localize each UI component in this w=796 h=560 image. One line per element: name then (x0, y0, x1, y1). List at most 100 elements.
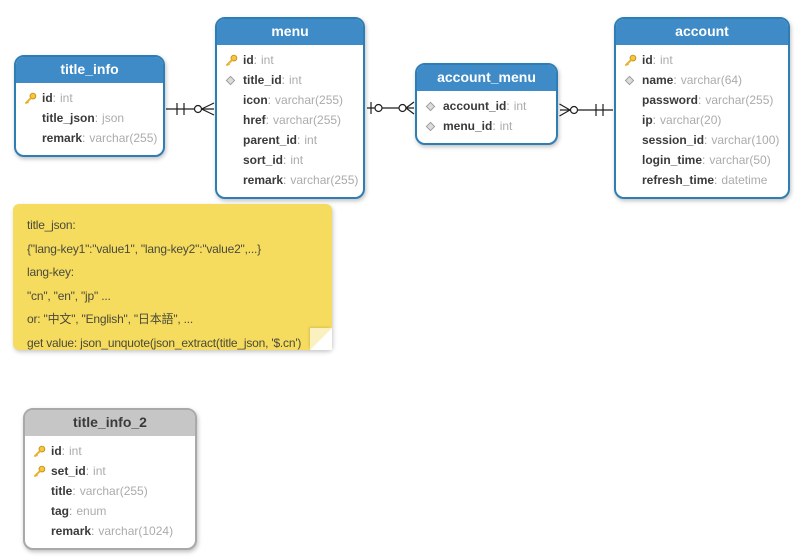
column-name: icon (243, 93, 268, 107)
column-type: int (261, 53, 274, 67)
column-name: id (642, 53, 653, 67)
column-row[interactable]: remark:varchar(1024) (33, 521, 187, 541)
column-separator: : (91, 524, 95, 538)
column-type: varchar(64) (680, 73, 743, 87)
column-type: int (660, 53, 673, 67)
table-title[interactable]: title_info (16, 57, 163, 83)
column-name: account_id (443, 99, 507, 113)
relationship-account_menu-account[interactable] (559, 103, 614, 117)
column-row[interactable]: title_json:json (24, 108, 155, 128)
column-name: id (51, 444, 62, 458)
column-row[interactable]: menu_id:int (425, 116, 548, 136)
table-columns: id:int name:varchar(64) password:varchar… (616, 45, 788, 197)
table-columns: account_id:int menu_id:int (417, 91, 556, 143)
column-type: int (499, 119, 513, 133)
column-name: ip (642, 113, 653, 127)
column-name: name (642, 73, 674, 87)
primary-key-icon (24, 92, 42, 105)
column-row[interactable]: session_id:varchar(100) (624, 130, 780, 150)
column-row[interactable]: name:varchar(64) (624, 70, 780, 90)
column-name: parent_id (243, 133, 298, 147)
column-separator: : (283, 153, 287, 167)
table-title-info-2[interactable]: title_info_2 id:int set_id:int title:var… (23, 408, 197, 550)
column-row[interactable]: tag:enum (33, 501, 187, 521)
column-row[interactable]: account_id:int (425, 96, 548, 116)
table-title[interactable]: account_menu (417, 65, 556, 91)
primary-key-icon (225, 54, 243, 67)
index-diamond-icon (425, 121, 443, 132)
column-name: refresh_time (642, 173, 715, 187)
table-title[interactable]: account (616, 19, 788, 45)
column-row[interactable]: id:int (33, 441, 187, 461)
column-row[interactable]: title:varchar(255) (33, 481, 187, 501)
column-type: int (60, 91, 73, 105)
column-separator: : (85, 464, 90, 478)
column-row[interactable]: remark:varchar(255) (225, 170, 358, 190)
note-line: title_json: (27, 218, 76, 232)
column-row[interactable]: id:int (624, 50, 780, 70)
table-menu[interactable]: menu id:int title_id:int icon:varchar(25… (215, 17, 365, 199)
column-type: varchar(1024) (98, 524, 174, 538)
column-row[interactable]: id:int (24, 88, 155, 108)
primary-key-icon (33, 465, 51, 478)
column-row[interactable]: password:varchar(255) (624, 90, 780, 110)
table-title[interactable]: title_info_2 (25, 410, 195, 436)
column-row[interactable]: icon:varchar(255) (225, 90, 355, 110)
column-row[interactable]: remark:varchar(255) (24, 128, 158, 148)
column-row[interactable]: ip:varchar(20) (624, 110, 780, 130)
column-separator: : (267, 93, 272, 107)
note-line: get value: json_unquote(json_extract(tit… (27, 335, 302, 350)
table-columns: id:int title_id:int icon:varchar(255) hr… (217, 45, 363, 197)
column-name: title_json (42, 111, 95, 125)
column-type: int (93, 464, 106, 478)
column-separator: : (265, 113, 270, 127)
column-type: varchar(255) (275, 93, 344, 107)
relationship-menu-account_menu[interactable] (367, 101, 415, 115)
note-line: {"lang-key1":"value1", "lang-key2":"valu… (27, 241, 261, 256)
column-type: json (102, 111, 125, 125)
table-title-info[interactable]: title_info id:int title_json:json remark… (14, 55, 165, 157)
column-separator: : (652, 113, 657, 127)
primary-key-icon (33, 445, 51, 458)
column-type: int (69, 444, 82, 458)
table-columns: id:int title_json:json remark:varchar(25… (16, 83, 163, 155)
column-separator: : (52, 91, 57, 105)
column-separator: : (94, 111, 99, 125)
column-name: id (243, 53, 254, 67)
note-fold-cover (310, 328, 332, 350)
note-line: "cn", "en", "jp" ... (27, 288, 111, 303)
column-row[interactable]: set_id:int (33, 461, 187, 481)
table-account[interactable]: account id:int name:varchar(64) password… (614, 17, 790, 199)
column-type: varchar(100) (711, 133, 780, 147)
table-title[interactable]: menu (217, 19, 363, 45)
column-name: title (51, 484, 73, 498)
column-separator: : (714, 173, 718, 187)
column-type: int (513, 99, 527, 113)
column-separator: : (673, 73, 677, 87)
column-row[interactable]: href:varchar(255) (225, 110, 355, 130)
column-type: enum (76, 504, 107, 518)
sticky-note[interactable]: title_json: {"lang-key1":"value1", "lang… (13, 204, 332, 350)
column-row[interactable]: title_id:int (225, 70, 355, 90)
column-name: set_id (51, 464, 86, 478)
column-type: int (290, 153, 304, 167)
note-line: or: "中文", "English", "日本語", ... (27, 312, 194, 326)
column-row[interactable]: login_time:varchar(50) (624, 150, 780, 170)
column-type: int (304, 133, 318, 147)
column-type: varchar(255) (89, 131, 158, 145)
relationship-title_info-menu[interactable] (166, 102, 215, 116)
column-row[interactable]: id:int (225, 50, 355, 70)
column-row[interactable]: parent_id:int (225, 130, 355, 150)
column-row[interactable]: sort_id:int (225, 150, 355, 170)
column-separator: : (253, 53, 258, 67)
column-type: int (289, 73, 302, 87)
column-row[interactable]: refresh_time:datetime (624, 170, 780, 190)
table-columns: id:int set_id:int title:varchar(255) tag… (25, 436, 195, 548)
table-account-menu[interactable]: account_menu account_id:int menu_id:int (415, 63, 558, 145)
column-name: id (42, 91, 53, 105)
column-type: varchar(20) (660, 113, 722, 127)
column-name: remark (243, 173, 284, 187)
column-name: sort_id (243, 153, 284, 167)
column-name: menu_id (443, 119, 493, 133)
